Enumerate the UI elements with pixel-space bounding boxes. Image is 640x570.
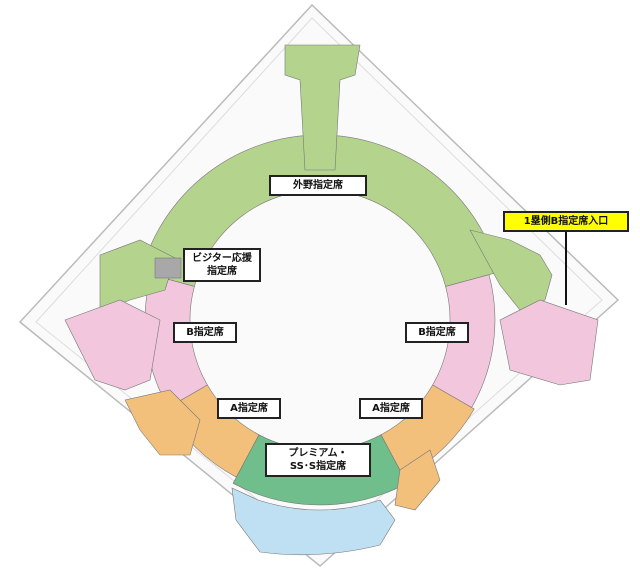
a-seats-right-wing bbox=[394, 449, 441, 511]
visitor-seats bbox=[154, 257, 182, 279]
label-a-seats-left: A指定席 bbox=[217, 398, 281, 419]
b-seats-right-wing bbox=[499, 299, 599, 386]
outfield-tower bbox=[284, 44, 361, 171]
label-a-seats-right: A指定席 bbox=[359, 398, 423, 419]
label-premium-seats: プレミアム・ SS･S指定席 bbox=[265, 443, 371, 477]
label-outfield-seats: 外野指定席 bbox=[269, 175, 367, 196]
a-seats-left bbox=[165, 384, 260, 478]
a-seats-left-wing bbox=[124, 389, 201, 456]
label-premium-line2: SS･S指定席 bbox=[289, 461, 347, 472]
outfield-right-wing bbox=[469, 229, 553, 311]
label-visitor-line2: 指定席 bbox=[207, 266, 237, 277]
label-visitor-seats: ビジター応援 指定席 bbox=[183, 248, 261, 282]
b-seats-left-wing bbox=[64, 299, 161, 391]
label-premium-line1: プレミアム・ bbox=[288, 448, 348, 459]
label-first-base-b-entrance: 1塁側B指定席入口 bbox=[503, 211, 629, 232]
label-b-seats-right: B指定席 bbox=[405, 322, 469, 343]
label-b-seats-left: B指定席 bbox=[173, 322, 237, 343]
pool-area bbox=[231, 487, 396, 556]
label-visitor-line1: ビジター応援 bbox=[192, 253, 252, 264]
